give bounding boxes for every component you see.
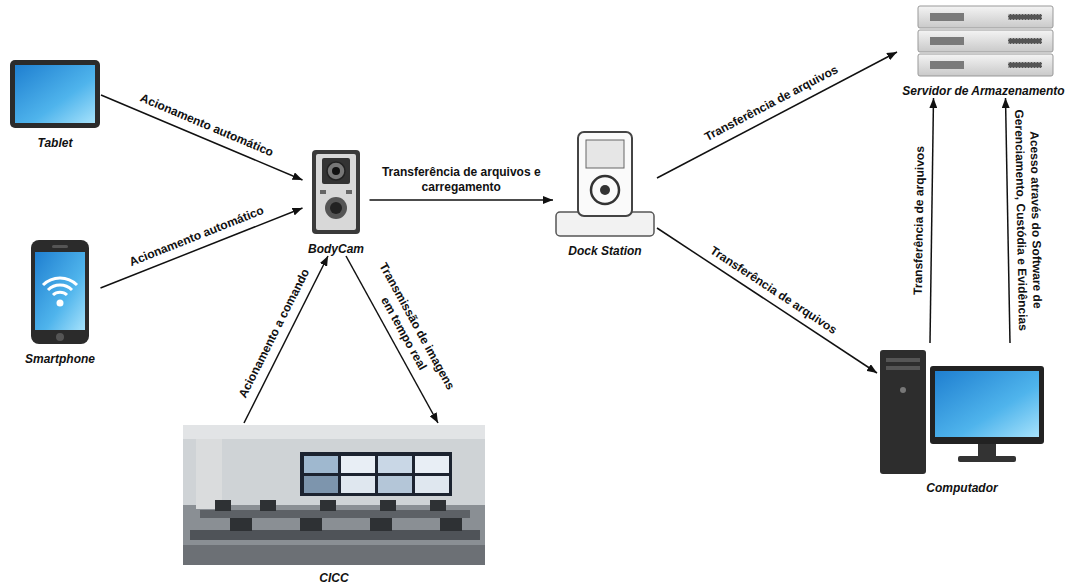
- device-node: Dock Station: [553, 128, 657, 258]
- bodycam-icon: [312, 150, 360, 234]
- edge-label: Acionamento automático: [126, 202, 269, 270]
- device-node: Smartphone: [20, 238, 101, 366]
- storage-server-icon: [918, 6, 1053, 76]
- edge-label: Transferência de arquivos: [700, 62, 842, 146]
- flow-arrow: [930, 98, 934, 343]
- device-node: BodyCam: [303, 148, 370, 256]
- flow-arrow: [657, 228, 877, 373]
- flow-arrow: [101, 208, 303, 288]
- device-node: CICC: [182, 423, 486, 585]
- edge-label: Transmissão de imagens em tempo real: [359, 254, 461, 405]
- device-node: Computador: [877, 343, 1047, 495]
- device-label: Smartphone: [25, 352, 95, 367]
- tablet-icon: [10, 60, 100, 128]
- flow-arrow: [101, 95, 303, 180]
- smartphone-icon: [31, 240, 89, 344]
- flow-arrow: [244, 256, 328, 423]
- flow-arrow: [370, 199, 554, 201]
- control-room-photo: [183, 425, 485, 565]
- edge-label: Transferência de arquivos: [706, 242, 842, 339]
- device-label: CICC: [319, 571, 348, 586]
- device-label: BodyCam: [308, 242, 364, 257]
- edge-label: Transferência de arquivos: [911, 144, 928, 297]
- device-node: Tablet: [9, 58, 101, 150]
- device-label: Dock Station: [568, 244, 641, 259]
- device-label: Computador: [926, 481, 997, 496]
- edge-label: Acionamento a comando: [235, 265, 314, 403]
- flow-arrow: [1006, 98, 1011, 343]
- edge-label: Acionamento automático: [136, 90, 278, 161]
- edge-label: Transferência de arquivos e carregamento: [368, 165, 554, 195]
- computer-icon: [880, 350, 1044, 474]
- device-label: Tablet: [38, 136, 73, 151]
- edge-label: Acesso através do Software de Gerenciame…: [1010, 97, 1045, 344]
- device-node: Servidor de Armazenamento: [897, 4, 1070, 98]
- dock-station-icon: [556, 132, 654, 236]
- flow-arrow: [657, 52, 897, 178]
